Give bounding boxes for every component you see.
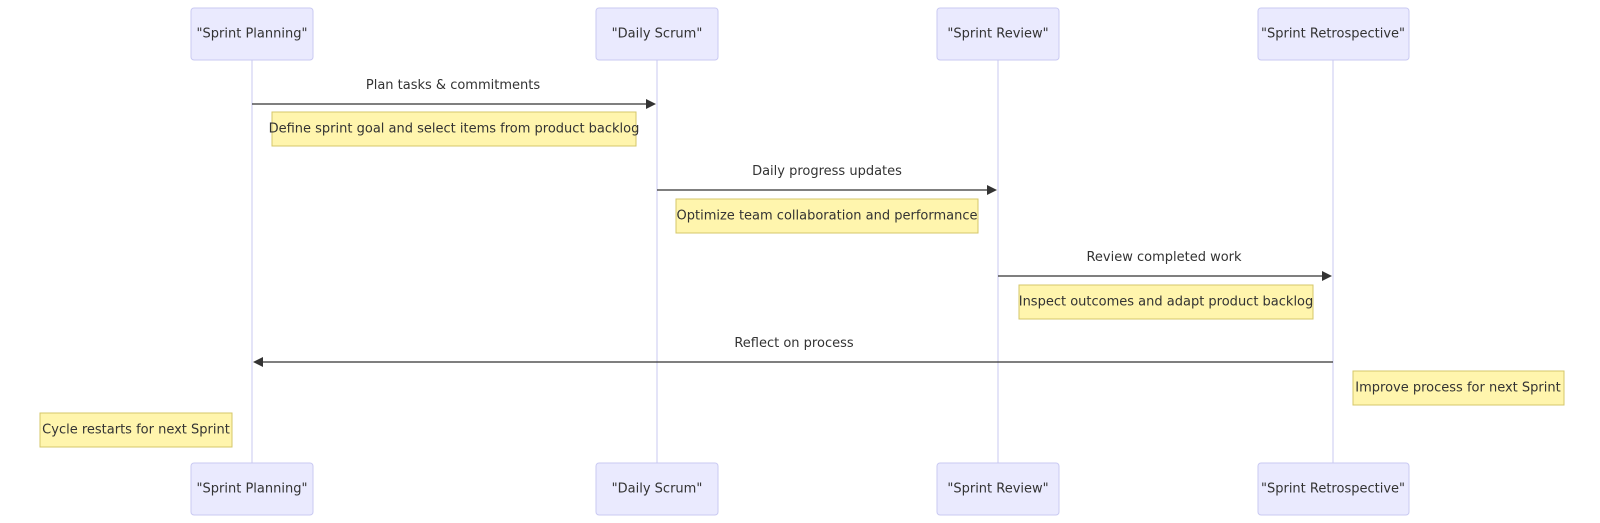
- actor-label: "Sprint Review": [947, 482, 1048, 497]
- arrowhead-right-icon: [646, 99, 656, 109]
- note-inspect-outcomes: Inspect outcomes and adapt product backl…: [1018, 284, 1314, 320]
- message-label: Daily progress updates: [752, 164, 902, 179]
- actor-top-daily-scrum: "Daily Scrum": [595, 7, 719, 61]
- note-cycle-restarts: Cycle restarts for next Sprint: [39, 412, 233, 448]
- actor-bottom-sprint-review: "Sprint Review": [936, 462, 1060, 516]
- arrowhead-right-icon: [1322, 271, 1332, 281]
- actor-top-sprint-planning: "Sprint Planning": [190, 7, 314, 61]
- arrowhead-right-icon: [987, 185, 997, 195]
- note-label: Define sprint goal and select items from…: [269, 122, 640, 137]
- actor-label: "Daily Scrum": [612, 482, 703, 497]
- actor-bottom-daily-scrum: "Daily Scrum": [595, 462, 719, 516]
- note-label: Optimize team collaboration and performa…: [677, 209, 978, 224]
- note-optimize-collaboration: Optimize team collaboration and performa…: [675, 198, 979, 234]
- actor-bottom-sprint-planning: "Sprint Planning": [190, 462, 314, 516]
- actor-top-sprint-review: "Sprint Review": [936, 7, 1060, 61]
- actor-label: "Sprint Review": [947, 27, 1048, 42]
- message-label: Plan tasks & commitments: [366, 78, 540, 93]
- actor-label: "Daily Scrum": [612, 27, 703, 42]
- actor-label: "Sprint Retrospective": [1261, 482, 1405, 497]
- note-define-sprint-goal: Define sprint goal and select items from…: [269, 111, 640, 147]
- note-improve-process: Improve process for next Sprint: [1352, 370, 1565, 406]
- actor-label: "Sprint Retrospective": [1261, 27, 1405, 42]
- arrowhead-left-icon: [253, 357, 263, 367]
- message-label: Reflect on process: [734, 336, 854, 351]
- message-reflect-process: Reflect on process: [253, 336, 1333, 367]
- actor-bottom-sprint-retrospective: "Sprint Retrospective": [1257, 462, 1410, 516]
- message-review-work: Review completed work: [998, 250, 1332, 281]
- message-label: Review completed work: [1086, 250, 1242, 265]
- message-daily-progress: Daily progress updates: [657, 164, 997, 195]
- actor-label: "Sprint Planning": [197, 482, 308, 497]
- message-plan-tasks: Plan tasks & commitments: [252, 78, 656, 109]
- actor-label: "Sprint Planning": [197, 27, 308, 42]
- actor-top-sprint-retrospective: "Sprint Retrospective": [1257, 7, 1410, 61]
- note-label: Improve process for next Sprint: [1355, 381, 1560, 396]
- note-label: Inspect outcomes and adapt product backl…: [1019, 295, 1314, 310]
- note-label: Cycle restarts for next Sprint: [42, 423, 230, 438]
